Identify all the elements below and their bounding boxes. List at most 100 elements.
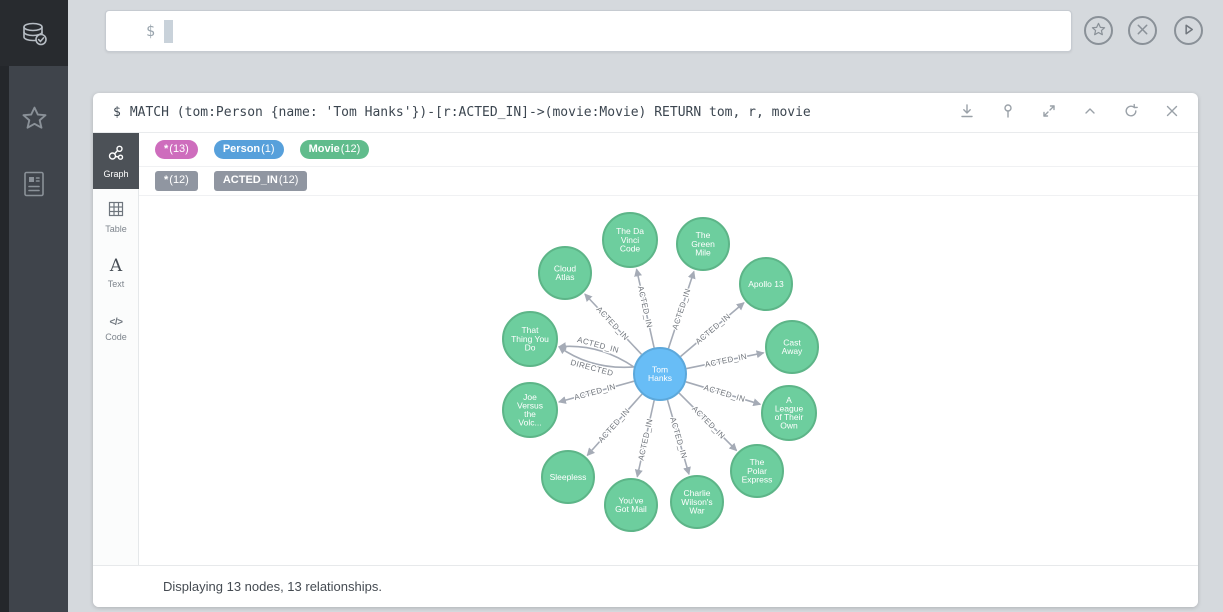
legend-pill-all-rels[interactable]: *(12)	[155, 171, 198, 191]
legend-pill-movie[interactable]: Movie(12)	[299, 139, 370, 160]
edge-label: ACTED_IN	[690, 404, 727, 441]
star-icon	[1091, 22, 1106, 40]
tab-label: Table	[105, 223, 127, 234]
download-icon	[959, 103, 975, 122]
graph-edge[interactable]: ACTED_IN	[678, 392, 738, 452]
graph-node[interactable]: Apollo 13	[739, 257, 793, 311]
editor-prompt: $	[146, 22, 156, 40]
frame-statusbar: Displaying 13 nodes, 13 relationships.	[93, 565, 1198, 607]
frame-query[interactable]: $ MATCH (tom:Person {name: 'Tom Hanks'})-…	[93, 105, 811, 120]
sidebar-item-documents[interactable]	[0, 152, 68, 216]
result-frame: $ MATCH (tom:Person {name: 'Tom Hanks'})-…	[93, 93, 1198, 607]
fullscreen-button[interactable]	[1041, 103, 1057, 122]
graph-edge[interactable]: ACTED_IN	[557, 380, 635, 404]
legend-pill-acted-in[interactable]: ACTED_IN(12)	[213, 171, 308, 191]
tab-label: Code	[105, 331, 127, 342]
run-query-button[interactable]	[1174, 16, 1203, 45]
sidebar	[0, 0, 68, 612]
tab-text[interactable]: A Text	[93, 245, 139, 301]
sidebar-item-database[interactable]	[0, 0, 68, 66]
graph-edge[interactable]: ACTED_IN	[686, 350, 765, 370]
frame-actions	[959, 103, 1198, 122]
status-text: Displaying 13 nodes, 13 relationships.	[163, 579, 382, 594]
play-icon	[1181, 22, 1196, 40]
legend-pill-all-nodes[interactable]: *(13)	[155, 139, 198, 160]
edge-label: ACTED_IN	[636, 285, 654, 329]
favorite-query-button[interactable]	[1084, 16, 1113, 45]
close-icon	[1136, 23, 1149, 39]
query-prompt: $	[113, 105, 121, 120]
close-frame-button[interactable]	[1164, 103, 1180, 122]
graph-icon	[107, 144, 125, 165]
edge-label: ACTED_IN	[668, 416, 689, 460]
download-button[interactable]	[959, 103, 975, 122]
node-legend: *(13) Person(1) Movie(12)	[139, 133, 1198, 167]
graph-edge[interactable]: ACTED_IN	[685, 381, 762, 407]
legend-pill-person[interactable]: Person(1)	[213, 139, 284, 160]
graph-edge[interactable]: DIRECTED	[558, 346, 634, 379]
tab-table[interactable]: Table	[93, 189, 139, 245]
collapse-button[interactable]	[1082, 103, 1098, 122]
text-icon: A	[109, 255, 123, 276]
graph-edge[interactable]: ACTED_IN	[586, 393, 643, 457]
node-label: Sleepless	[550, 472, 587, 482]
edge-label: ACTED_IN	[636, 418, 654, 462]
sidebar-item-favorites[interactable]	[0, 86, 68, 150]
cypher-editor-input[interactable]: $	[105, 10, 1072, 52]
query-text: MATCH (tom:Person {name: 'Tom Hanks'})-[…	[129, 105, 811, 120]
refresh-icon	[1123, 103, 1139, 122]
editor-bar: $	[68, 0, 1223, 72]
graph-edge[interactable]: ACTED_IN	[666, 399, 691, 476]
edge-label: ACTED_IN	[576, 335, 620, 355]
pin-icon	[1000, 103, 1016, 122]
refresh-button[interactable]	[1123, 103, 1139, 122]
frame-header: $ MATCH (tom:Person {name: 'Tom Hanks'})-…	[93, 93, 1198, 133]
edge-label: ACTED_IN	[694, 312, 732, 347]
table-icon	[108, 201, 124, 220]
result-view-tabs: Graph Table A Text </	[93, 133, 139, 565]
tab-graph[interactable]: Graph	[93, 133, 139, 189]
clear-editor-button[interactable]	[1128, 16, 1157, 45]
star-icon	[21, 105, 48, 132]
relationship-legend: *(12) ACTED_IN(12)	[139, 167, 1198, 196]
edge-label: ACTED_IN	[596, 407, 631, 445]
database-icon	[20, 19, 48, 47]
sidebar-edge	[0, 0, 9, 612]
document-icon	[22, 170, 46, 198]
tab-label: Graph	[103, 168, 129, 179]
graph-edge[interactable]: ACTED_IN	[667, 270, 696, 349]
chevron-up-icon	[1082, 103, 1098, 122]
graph-edge[interactable]: ACTED_IN	[680, 302, 745, 358]
editor-caret	[164, 20, 173, 43]
edge-label: DIRECTED	[569, 358, 614, 378]
graph-edge[interactable]: ACTED_IN	[634, 400, 656, 478]
graph-node[interactable]: Sleepless	[541, 450, 595, 504]
pin-button[interactable]	[1000, 103, 1016, 122]
fullscreen-icon	[1041, 103, 1057, 122]
tab-code[interactable]: </> Code	[93, 301, 139, 357]
graph-edge[interactable]: ACTED_IN	[634, 268, 655, 348]
